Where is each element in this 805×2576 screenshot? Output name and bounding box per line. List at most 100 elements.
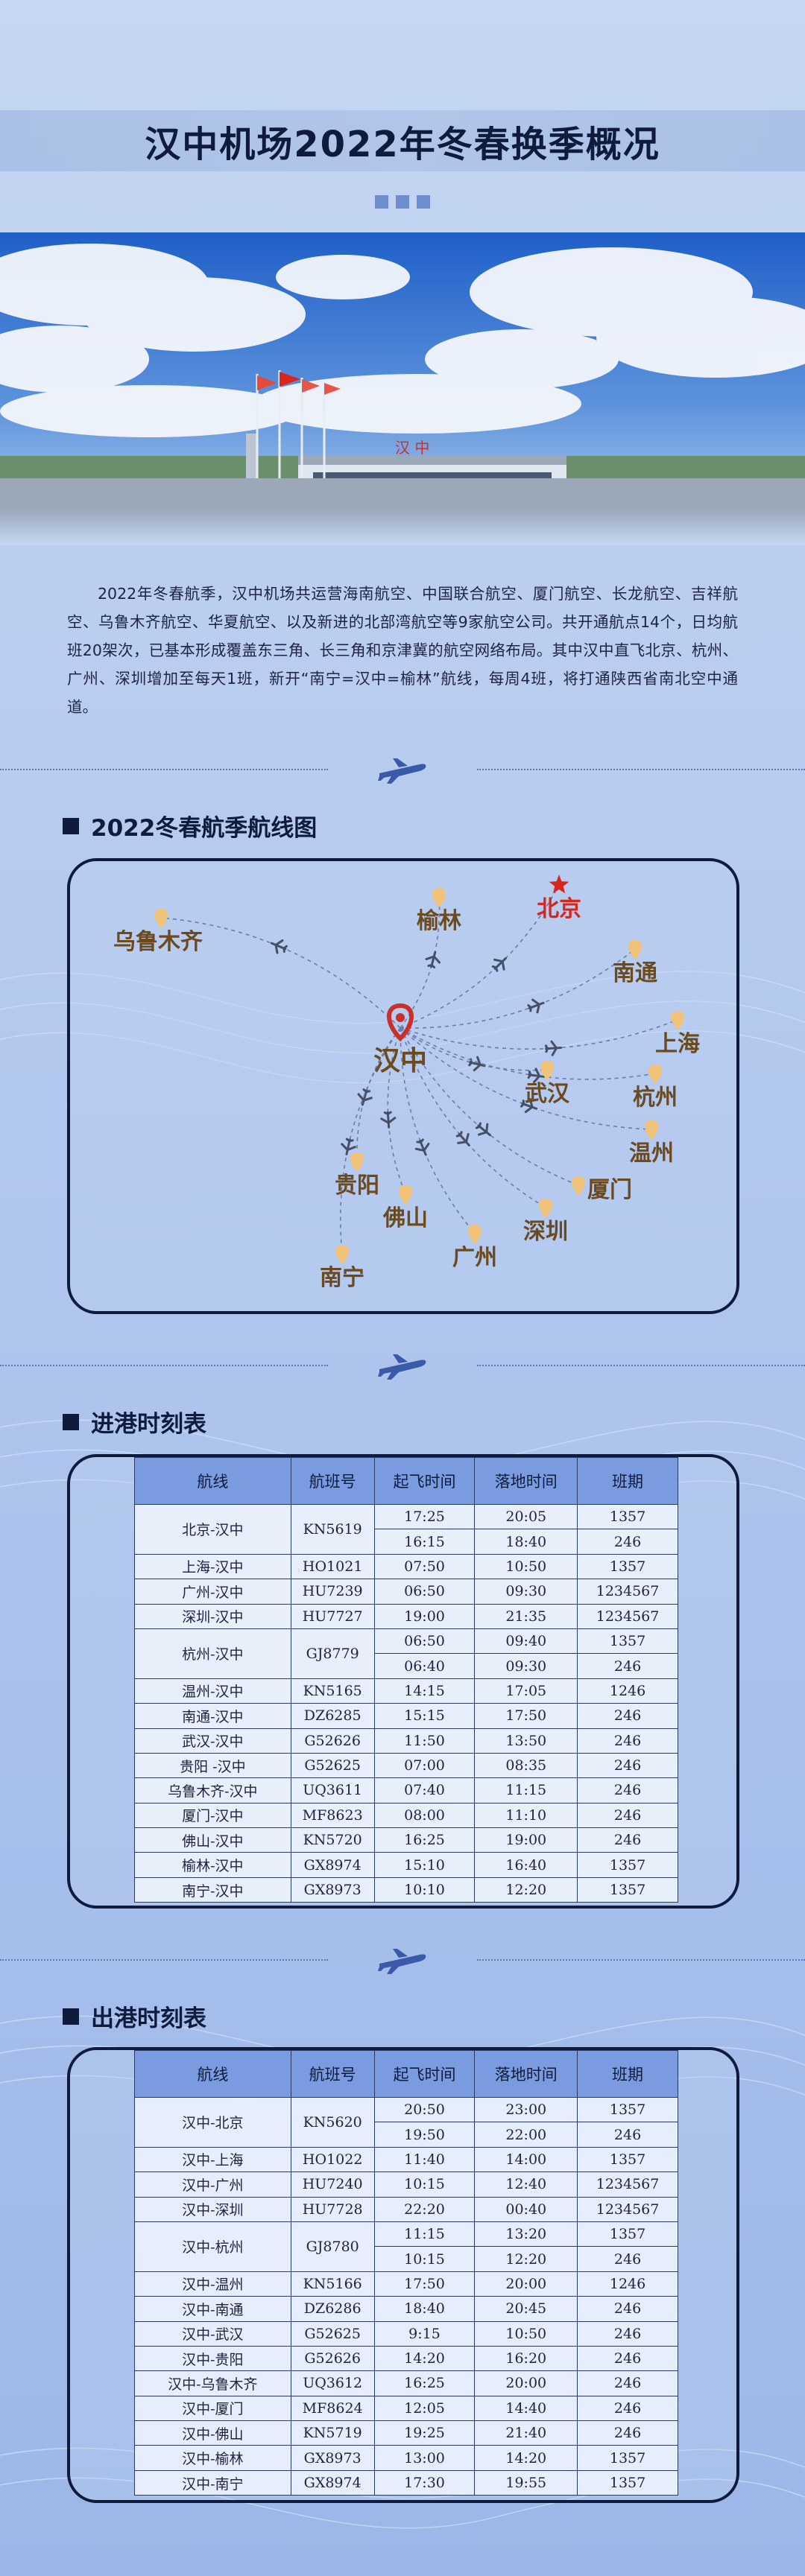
arrival-time-cell: 11:10 xyxy=(474,1802,578,1829)
airplane-icon xyxy=(378,1949,426,1974)
route-cell: 北京-汉中 xyxy=(134,1504,291,1555)
schedule-days-cell: 1357 xyxy=(577,2146,678,2173)
flight-number-cell: HU7240 xyxy=(290,2171,375,2198)
city-pin-icon xyxy=(468,1225,482,1244)
schedule-days-cell: 1246 xyxy=(577,2271,678,2297)
city-label: 武汉 xyxy=(525,1081,570,1107)
departure-time-cell: 19:00 xyxy=(373,1603,476,1629)
departure-time-cell: 07:50 xyxy=(373,1553,476,1580)
departure-time-cell: 16:25 xyxy=(373,1827,476,1853)
schedule-days-cell: 1357 xyxy=(577,1503,678,1530)
flight-number-cell: G52626 xyxy=(290,2345,375,2372)
schedule-days-cell: 1357 xyxy=(577,2445,678,2471)
flight-number-cell: G52625 xyxy=(290,1752,375,1779)
arrival-time-cell: 00:40 xyxy=(474,2196,578,2222)
page-title: 汉中机场2022年冬春换季概况 xyxy=(145,124,660,165)
arrival-time-cell: 21:40 xyxy=(474,2420,578,2446)
city-pin-icon xyxy=(648,1065,662,1084)
flight-number-cell: GX8973 xyxy=(290,1877,375,1903)
city-label: 温州 xyxy=(629,1141,674,1167)
flight-number-cell: KN5620 xyxy=(290,2097,375,2148)
route-plane-icon xyxy=(425,951,441,969)
route-cell: 广州-汉中 xyxy=(134,1579,291,1605)
departure-time-cell: 20:50 xyxy=(373,2096,476,2123)
route-plane-icon xyxy=(455,1131,470,1146)
route-plane-icon xyxy=(341,1138,356,1155)
column-header: 航班号 xyxy=(290,2050,375,2098)
column-header: 航班号 xyxy=(290,1457,375,1505)
hub-city-label: 汉中 xyxy=(373,1046,427,1076)
city-pin-icon xyxy=(399,1185,412,1205)
flight-number-cell: KN5719 xyxy=(290,2420,375,2446)
arrival-time-cell: 12:20 xyxy=(474,2246,578,2272)
arrival-time-cell: 10:50 xyxy=(474,2320,578,2347)
schedule-days-cell: 246 xyxy=(577,1752,678,1779)
route-cell: 榆林-汉中 xyxy=(134,1852,291,1878)
arrival-time-cell: 13:50 xyxy=(474,1728,578,1754)
route-line xyxy=(356,1027,401,1162)
schedule-days-cell: 1234567 xyxy=(577,2196,678,2222)
city-label: 北京 xyxy=(537,896,581,922)
title-banner: 汉中机场2022年冬春换季概况 xyxy=(0,110,805,171)
schedule-days-cell: 1357 xyxy=(577,2096,678,2123)
title-decoration xyxy=(0,195,805,209)
departure-time-cell: 19:25 xyxy=(373,2420,476,2446)
departure-time-cell: 16:15 xyxy=(373,1529,476,1555)
departure-time-cell: 9:15 xyxy=(373,2320,476,2347)
flight-number-cell: KN5166 xyxy=(290,2271,375,2297)
departure-time-cell: 08:00 xyxy=(373,1802,476,1829)
flight-number-cell: HO1021 xyxy=(290,1553,375,1580)
arrival-time-cell: 10:50 xyxy=(474,1553,578,1580)
flight-number-cell: HO1022 xyxy=(290,2146,375,2173)
arrival-time-cell: 12:40 xyxy=(474,2171,578,2198)
flight-number-cell: UQ3611 xyxy=(290,1777,375,1803)
departure-time-cell: 14:15 xyxy=(373,1678,476,1704)
route-map-heading: 2022冬春航季航线图 xyxy=(63,809,317,843)
route-plane-icon xyxy=(527,1067,546,1084)
route-plane-icon xyxy=(270,939,288,954)
departure-time-cell: 17:30 xyxy=(373,2469,476,2496)
column-header: 落地时间 xyxy=(474,2050,578,2098)
route-plane-icon xyxy=(357,1088,373,1106)
column-header: 起飞时间 xyxy=(373,2050,476,2098)
flight-number-cell: G52625 xyxy=(290,2320,375,2347)
route-cell: 贵阳 -汉中 xyxy=(134,1752,291,1779)
route-line xyxy=(160,917,401,1029)
heading-square-icon xyxy=(63,817,79,834)
city-pin-icon xyxy=(645,1120,658,1140)
route-cell: 汉中-深圳 xyxy=(134,2196,291,2222)
city-pin-icon xyxy=(350,1152,364,1172)
route-cell: 汉中-南通 xyxy=(134,2296,291,2322)
capital-star-icon xyxy=(549,875,569,894)
arrival-time-cell: 14:00 xyxy=(474,2146,578,2173)
arrival-time-cell: 20:00 xyxy=(474,2271,578,2297)
airplane-icon xyxy=(378,758,426,784)
decor-square xyxy=(417,195,430,209)
arrival-time-cell: 17:05 xyxy=(474,1678,578,1704)
route-plane-icon xyxy=(380,1111,397,1129)
departure-time-cell: 11:40 xyxy=(373,2146,476,2173)
column-header: 航线 xyxy=(134,2050,291,2098)
airplane-icon xyxy=(378,1354,426,1380)
schedule-days-cell: 246 xyxy=(577,2296,678,2322)
arrival-time-cell: 21:35 xyxy=(474,1603,578,1629)
city-label: 南通 xyxy=(613,960,657,986)
arrival-time-cell: 20:00 xyxy=(474,2370,578,2396)
route-cell: 武汉-汉中 xyxy=(134,1728,291,1754)
column-header: 落地时间 xyxy=(474,1457,578,1505)
route-cell: 汉中-南宁 xyxy=(134,2469,291,2496)
column-header: 班期 xyxy=(577,2050,678,2098)
departures-title: 出港时刻表 xyxy=(91,2005,206,2032)
flight-number-cell: GJ8779 xyxy=(290,1628,375,1679)
route-cell: 汉中-佛山 xyxy=(134,2420,291,2446)
departure-time-cell: 22:20 xyxy=(373,2196,476,2222)
